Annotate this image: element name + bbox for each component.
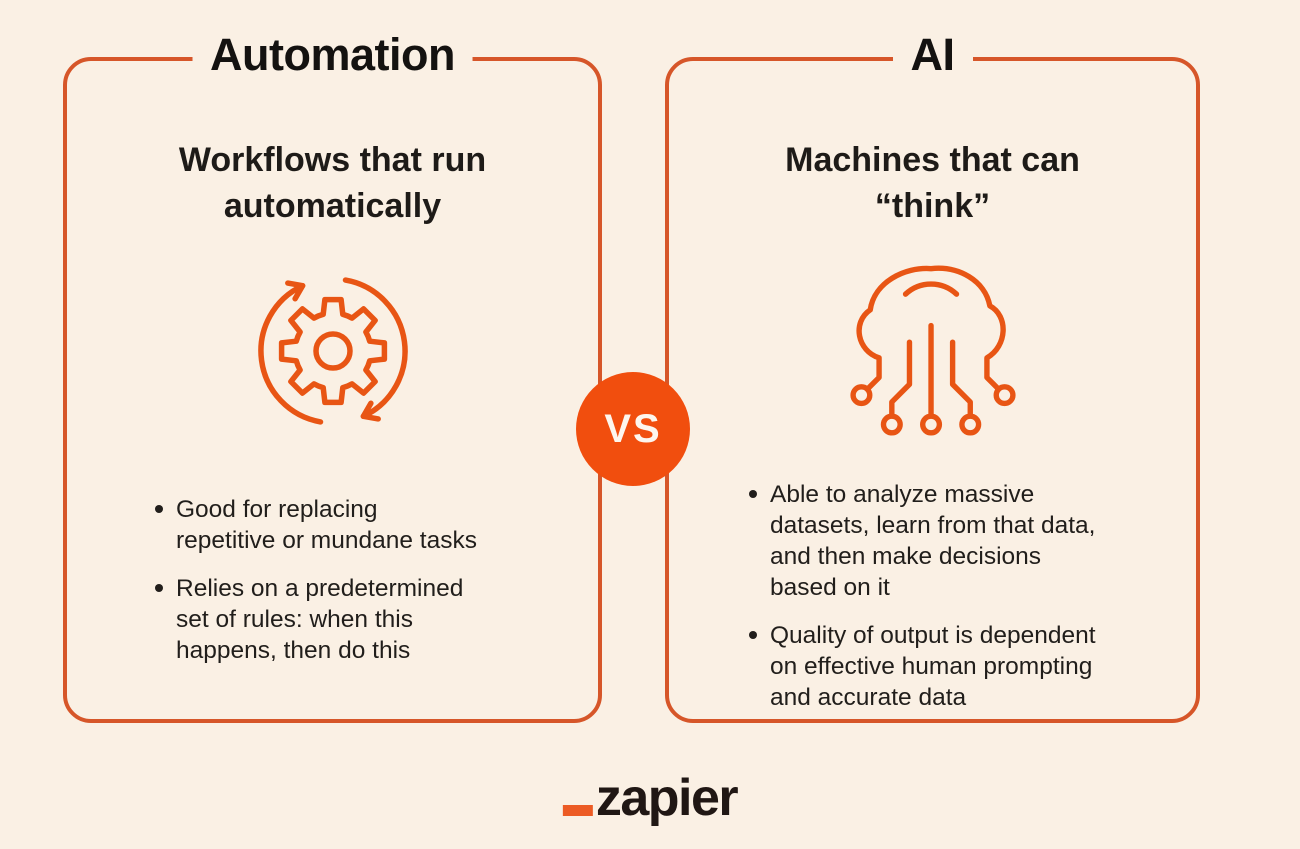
list-item: Relies on a predetermined set of rules: … [151,573,578,666]
ai-panel-title: AI [892,27,973,83]
bullet-text: Quality of output is dependent on effect… [770,622,1096,711]
ai-bullet-list: Able to analyze massive datasets, learn … [745,479,1182,713]
list-item: Quality of output is dependent on effect… [745,620,1182,713]
automation-panel: Automation Workflows that run automatica… [63,27,602,723]
automation-heading: Workflows that run automatically [178,141,487,225]
bullet-dot-icon [749,490,757,498]
automation-panel-content: Workflows that run automatically Good fo… [67,61,598,719]
zapier-underscore-icon [562,805,593,816]
automation-panel-title: Automation [192,27,473,83]
ai-panel-content: Machines that can “think” [669,61,1196,719]
zapier-logo: zapier [562,769,739,827]
ai-heading: Machines that can “think” [785,141,1080,225]
ai-cloud-circuit-icon [669,255,1196,447]
list-item: Good for replacing repetitive or mundane… [151,494,578,556]
bullet-text: Relies on a predetermined set of rules: … [176,575,464,664]
bullet-text: Able to analyze massive datasets, learn … [770,481,1096,601]
list-item: Able to analyze massive datasets, learn … [745,479,1182,603]
bullet-dot-icon [749,631,757,639]
bullet-dot-icon [155,584,163,592]
zapier-wordmark: zapier [595,769,739,827]
vs-badge: VS [576,372,690,486]
ai-panel: AI Machines that can “think” [665,27,1200,723]
bullet-text: Good for replacing repetitive or mundane… [176,496,477,554]
bullet-dot-icon [155,505,163,513]
automation-bullet-list: Good for replacing repetitive or mundane… [151,494,578,666]
gear-sync-icon [67,255,598,447]
